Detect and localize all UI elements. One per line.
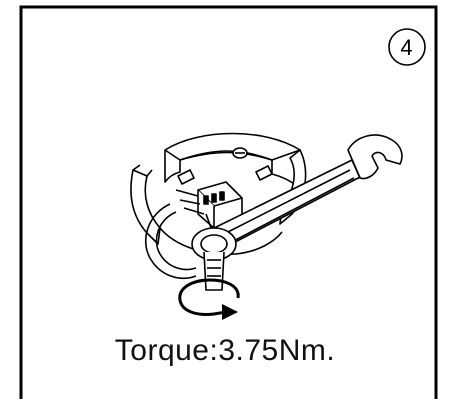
rotation-arrow-icon [178,278,240,320]
cable-icon [145,203,197,280]
bolt-icon [203,251,225,291]
step-number: 4 [400,34,413,60]
wrench-icon [191,134,403,261]
torque-caption: Torque:3.75Nm. [114,334,336,367]
